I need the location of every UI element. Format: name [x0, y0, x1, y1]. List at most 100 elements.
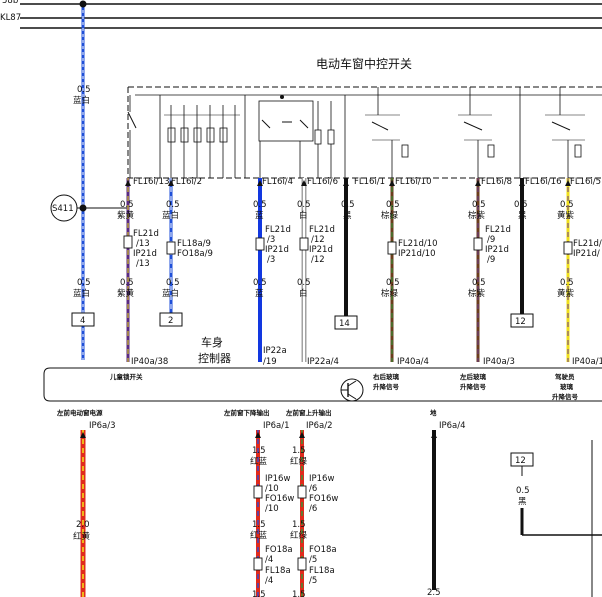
- module-label-child-lock: 儿童锁开关: [109, 372, 143, 381]
- transistor-icon: [340, 378, 364, 402]
- ref-box-number: 12: [515, 317, 526, 327]
- color-label: 蓝白: [73, 288, 90, 299]
- color-label: 蓝白: [73, 95, 90, 106]
- size-label: 0.5: [120, 278, 134, 288]
- inline-connector-label: /12: [311, 235, 325, 245]
- color-label: 棕紫: [468, 210, 486, 221]
- module-label-lf-down: 左前窗下降输出: [223, 408, 270, 417]
- connector-label: FL16i/4: [262, 177, 293, 187]
- color-label: 黄紫: [557, 288, 575, 299]
- inline-connector-label: FL21d: [265, 225, 291, 235]
- color-label: 紫黄: [117, 210, 135, 221]
- inline-connector-label: IP21d: [265, 245, 289, 255]
- size-label: 0.5: [386, 278, 400, 288]
- inline-connector-label: FO18a: [309, 545, 337, 555]
- wire-black-1: [343, 178, 349, 316]
- inline-connector-block: [473, 237, 483, 251]
- size-label: 0.5: [253, 278, 267, 288]
- inline-connector-block: [166, 241, 176, 255]
- inline-connector-label: IP21d/: [573, 249, 600, 259]
- module-label-driver-2: 玻璃: [560, 382, 574, 391]
- connector-label: IP6a/1: [263, 421, 290, 431]
- window-master-switch: [127, 86, 602, 179]
- inline-connector-label: /5: [309, 576, 317, 586]
- size-label: 0.5: [514, 200, 528, 210]
- rail-label-58b: 58b: [2, 0, 18, 6]
- connector-label: IP22a/4: [307, 357, 339, 367]
- color-label: 白: [299, 288, 308, 299]
- module-label-rr-right-2: 升降信号: [373, 382, 400, 391]
- inline-connector-block: [387, 241, 397, 255]
- inline-connector-label: IP21d: [133, 249, 157, 259]
- inline-connector-label: IP21d/10: [398, 249, 436, 259]
- connector-label: FL16i/16: [525, 177, 561, 187]
- color-label: 红蓝: [250, 530, 268, 541]
- module-label-rr-right-1: 右后玻璃: [372, 372, 400, 381]
- ref-box-number: 2: [168, 316, 173, 326]
- controller-connectors: IP40a/38 IP22a /19 IP22a/4 IP40a/4 IP40a…: [131, 346, 602, 367]
- size-label: 1.5: [292, 520, 306, 530]
- inline-connector-block: [255, 237, 265, 251]
- module-label-ground: 地: [430, 408, 437, 417]
- color-label: 黑: [518, 497, 527, 507]
- inline-connector-label: /3: [267, 255, 275, 265]
- ref-box-number: 12: [515, 456, 526, 466]
- inline-connector-label: /10: [265, 484, 279, 494]
- module-label-rr-left-2: 升降信号: [460, 382, 487, 391]
- ref-box-number: 4: [80, 316, 85, 326]
- inline-connector-label: FL21d/: [573, 239, 602, 249]
- connector-label: FL16i/5: [570, 177, 601, 187]
- connector-label: IP40a/1: [572, 357, 602, 367]
- size-label: 0.5: [560, 200, 574, 210]
- module-label-lf-power: 左前电动窗电源: [56, 408, 103, 417]
- ref-box-number: 14: [339, 319, 350, 329]
- wire-brown-purple: [475, 178, 481, 362]
- inline-connector-label: IP21d: [485, 245, 509, 255]
- inline-connector-label: FL21d: [133, 229, 159, 239]
- size-label: 0.5: [472, 278, 486, 288]
- size-label: 1.5: [252, 446, 266, 456]
- rail-label-kl87: KL87: [0, 13, 21, 23]
- splice-s411: S411: [50, 194, 83, 222]
- connector-label: IP22a: [263, 346, 287, 356]
- upper-wire-labels: 0.5 紫黄 0.5 蓝白 0.5 蓝 0.5 白 0.5 黑 0.5 棕绿 0…: [117, 200, 575, 221]
- module-label-rr-left-1: 左后玻璃: [459, 372, 487, 381]
- inline-connector-label: /13: [136, 239, 150, 249]
- connector-label: IP6a/2: [306, 421, 333, 431]
- connector-label: FL16i/2: [171, 177, 202, 187]
- controller-label-line2: 控制器: [198, 351, 231, 365]
- wire-ground: [431, 430, 437, 590]
- size-label: 0.5: [77, 278, 91, 288]
- connector-label: /19: [263, 357, 277, 367]
- color-label: 蓝: [255, 210, 264, 221]
- size-label: 0.5: [297, 200, 311, 210]
- inline-connector-block: [123, 235, 133, 249]
- module-label-driver-3: 升降信号: [552, 392, 579, 401]
- inline-connector-label: /13: [136, 259, 150, 269]
- inline-connector-block: [563, 241, 573, 255]
- inline-connector-label: FL21d/10: [398, 239, 438, 249]
- color-label: 黄紫: [557, 210, 575, 221]
- inline-connector-label: FO18a/9: [177, 249, 213, 259]
- size-label: 2.5: [427, 588, 441, 597]
- connector-label: IP40a/38: [131, 357, 168, 367]
- lower-inline-connectors: IP16w /10 FO16w /10 IP16w /6 FO16w /6 FO…: [265, 474, 338, 586]
- inline-connector-block: [253, 557, 263, 571]
- color-label: 红黄: [73, 531, 91, 542]
- lower-wire-labels: 0.5 紫黄 0.5 蓝白 0.5 蓝 0.5 白 0.5 棕绿 0.5 棕紫 …: [117, 278, 575, 299]
- connector-label: FL16i/13: [133, 177, 169, 187]
- connector-label: IP6a/3: [89, 421, 116, 431]
- size-label: 1.5: [292, 446, 306, 456]
- size-label: 0.5: [297, 278, 311, 288]
- color-label: 蓝白: [162, 288, 179, 299]
- size-label: 0.5: [386, 200, 400, 210]
- size-label: 0.5: [77, 85, 91, 95]
- inline-connector-label: /4: [265, 555, 273, 565]
- wire-blue: [257, 178, 263, 362]
- inline-connector-label: /9: [487, 255, 495, 265]
- connector-label: IP40a/4: [397, 357, 429, 367]
- body-controller: 儿童锁开关 右后玻璃 升降信号 左后玻璃 升降信号 驾驶员 玻璃 升降信号: [43, 367, 602, 402]
- connector-label: IP40a/3: [483, 357, 515, 367]
- color-label: 黑: [343, 211, 352, 221]
